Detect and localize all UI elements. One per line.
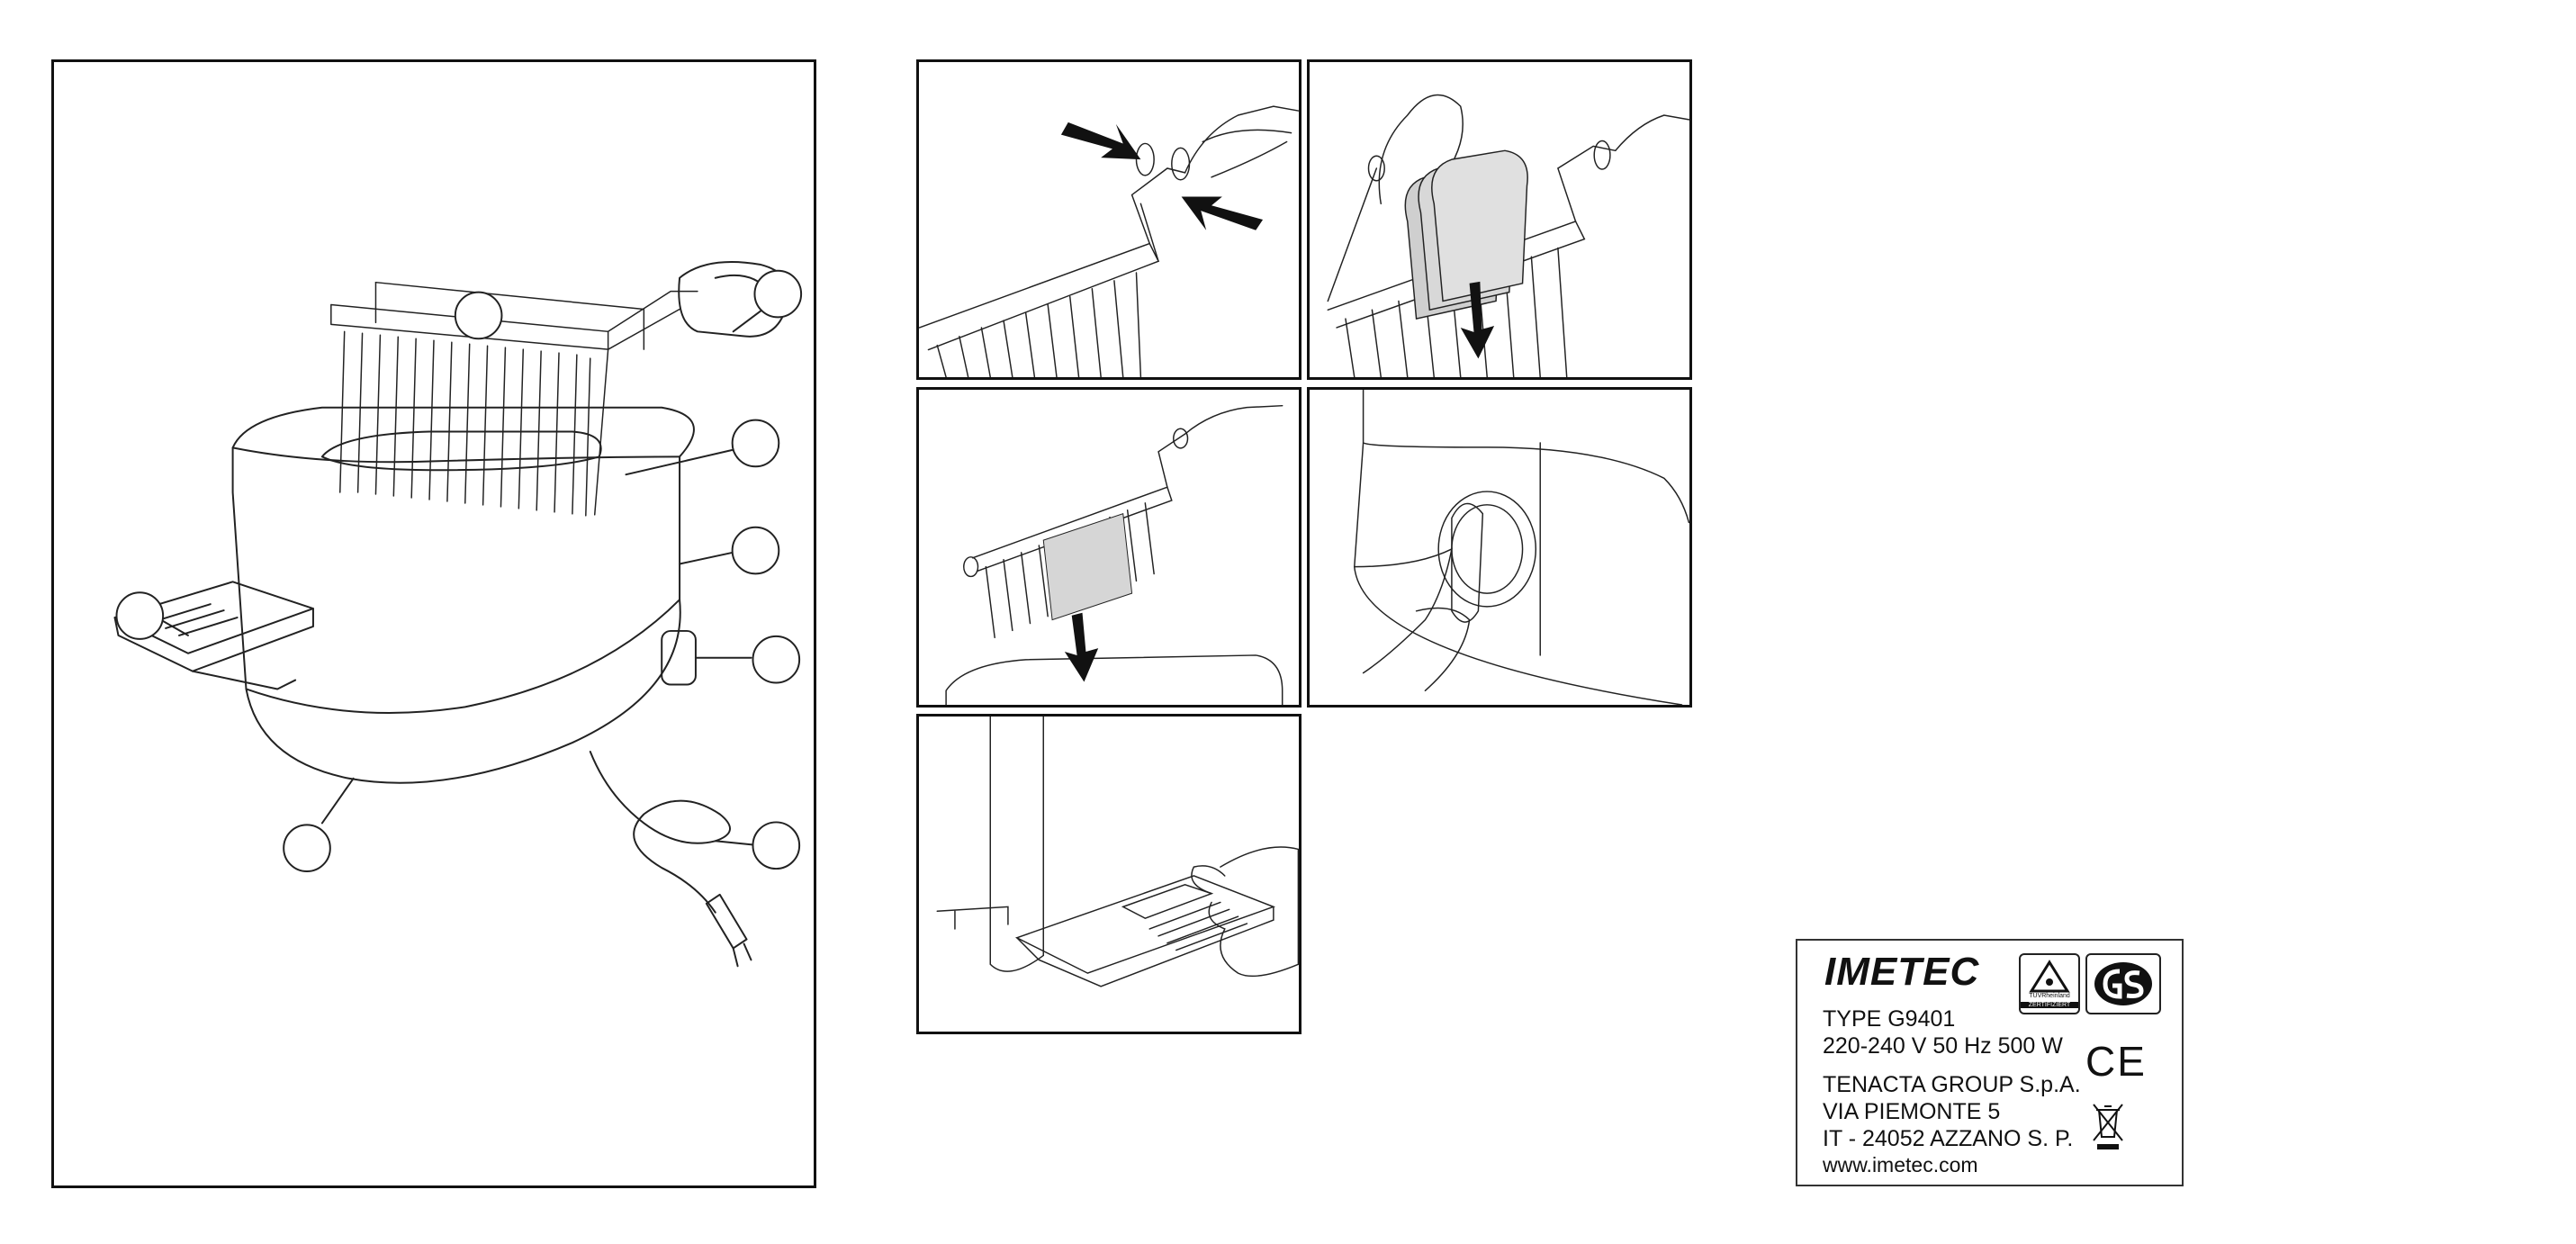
callout-8 (284, 825, 330, 871)
knob-dial (1438, 491, 1536, 607)
rating-plate: IMETEC TÜVRheinland ZERTIFIZIERT TYPE G9… (1796, 939, 2184, 1186)
brand-logo: IMETEC (1824, 950, 1979, 995)
load-bread-illustration (1310, 62, 1689, 377)
control-knob (662, 631, 696, 685)
insert-arrow-icon (1065, 613, 1098, 682)
electrical-rating: 220-240 V 50 Hz 500 W (1823, 1033, 2063, 1059)
crossed-bin-icon (2090, 1101, 2126, 1151)
website: www.imetec.com (1823, 1153, 1978, 1177)
callout-2 (754, 271, 801, 318)
gs-mark-icon (2087, 955, 2159, 1013)
gs-safety-logo (2085, 953, 2161, 1014)
company-name: TENACTA GROUP S.p.A. (1823, 1072, 2081, 1098)
toaster-body (233, 408, 694, 783)
callout-3 (733, 420, 779, 467)
toaster-illustration (54, 62, 814, 1185)
crumb-tray-shape (1017, 876, 1274, 973)
toaster-overview-figure (51, 59, 816, 1188)
tuv-sublabel: ZERTIFIZIERT (2021, 1002, 2078, 1008)
wire-rack (331, 283, 698, 516)
callout-5 (752, 636, 799, 683)
step-4-turn-knob-figure (1307, 387, 1692, 708)
callout-1 (455, 293, 502, 339)
press-arrow-right-icon (1182, 196, 1263, 230)
open-rack-illustration (919, 62, 1299, 377)
callout-7 (117, 592, 164, 639)
knob-grip (1452, 503, 1482, 622)
toaster-slot (322, 432, 601, 471)
bread-in-rack-icon (1043, 514, 1131, 620)
step-5-crumb-tray-figure (916, 714, 1302, 1034)
bread-slices-icon (1405, 150, 1527, 319)
turn-knob-illustration (1310, 390, 1689, 705)
crumb-tray-removal-illustration (919, 717, 1299, 1032)
type-line: TYPE G9401 (1823, 1006, 1955, 1032)
step-1-open-rack-figure (916, 59, 1302, 380)
tuv-certification-logo: TÜVRheinland ZERTIFIZIERT (2019, 953, 2080, 1014)
ce-mark: CE (2085, 1037, 2147, 1086)
press-arrow-left-icon (1061, 122, 1140, 159)
street-address: VIA PIEMONTE 5 (1823, 1099, 2000, 1125)
step-3-insert-rack-figure (916, 387, 1302, 708)
insert-rack-illustration (919, 390, 1299, 705)
step-2-load-bread-figure (1307, 59, 1692, 380)
city-address: IT - 24052 AZZANO S. P. (1823, 1126, 2073, 1152)
tuv-label: TÜVRheinland (2021, 993, 2078, 999)
power-cord (590, 752, 730, 913)
callout-6 (752, 822, 799, 869)
callout-4 (733, 527, 779, 574)
